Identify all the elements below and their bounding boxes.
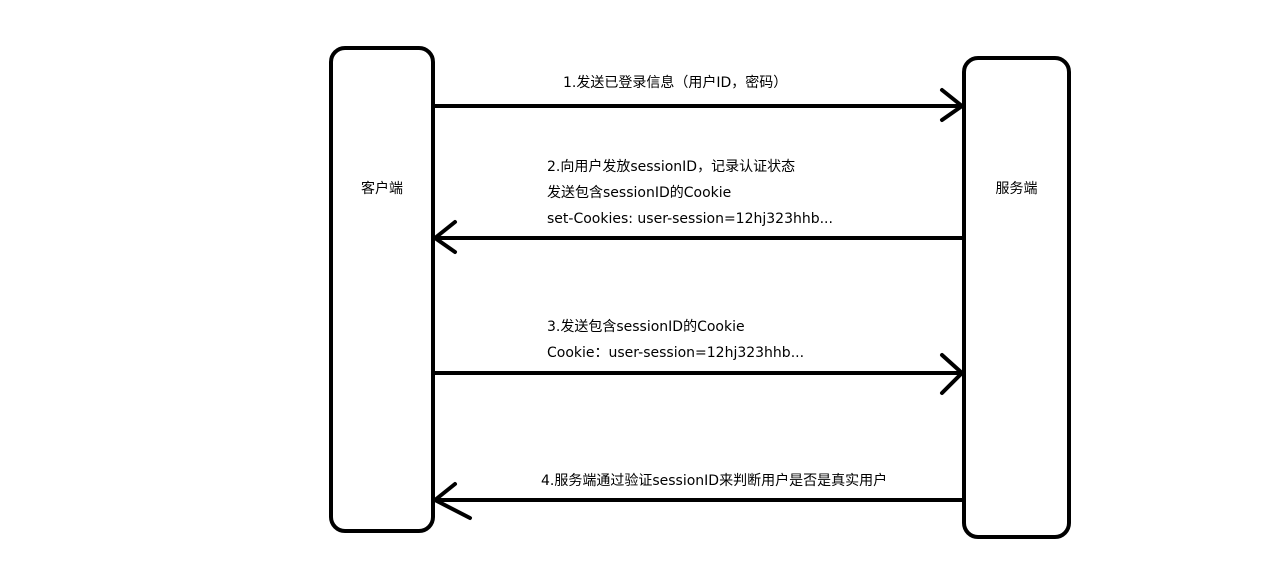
message-1-line-1: 1.发送已登录信息（用户ID，密码） [563, 75, 788, 91]
message-2-label: 2.向用户发放sessionID，记录认证状态 发送包含sessionID的Co… [547, 154, 833, 232]
message-2-line-1: 2.向用户发放sessionID，记录认证状态 [547, 159, 796, 175]
message-2-line-3: set-Cookies: user-session=12hj323hhb... [547, 211, 833, 227]
arrow-1-right-arrow [433, 88, 964, 122]
message-1-label: 1.发送已登录信息（用户ID，密码） [563, 70, 787, 96]
message-3-label: 3.发送包含sessionID的Cookie Cookie：user-sessi… [547, 314, 804, 366]
message-4-label: 4.服务端通过验证sessionID来判断用户是否是真实用户 [541, 468, 887, 494]
server-label: 服务端 [995, 181, 1038, 197]
message-2-line-2: 发送包含sessionID的Cookie [547, 185, 732, 201]
server-lifeline: 服务端 [962, 56, 1071, 539]
client-lifeline: 客户端 [329, 46, 435, 533]
message-3-line-1: 3.发送包含sessionID的Cookie [547, 319, 745, 335]
client-label: 客户端 [361, 181, 403, 197]
arrow-4-left-arrow [433, 482, 964, 520]
arrow-3-right-arrow [433, 353, 964, 395]
arrow-2-left-arrow [433, 220, 964, 254]
message-3-line-2: Cookie：user-session=12hj323hhb... [547, 345, 805, 361]
message-4-line-1: 4.服务端通过验证sessionID来判断用户是否是真实用户 [541, 473, 888, 489]
